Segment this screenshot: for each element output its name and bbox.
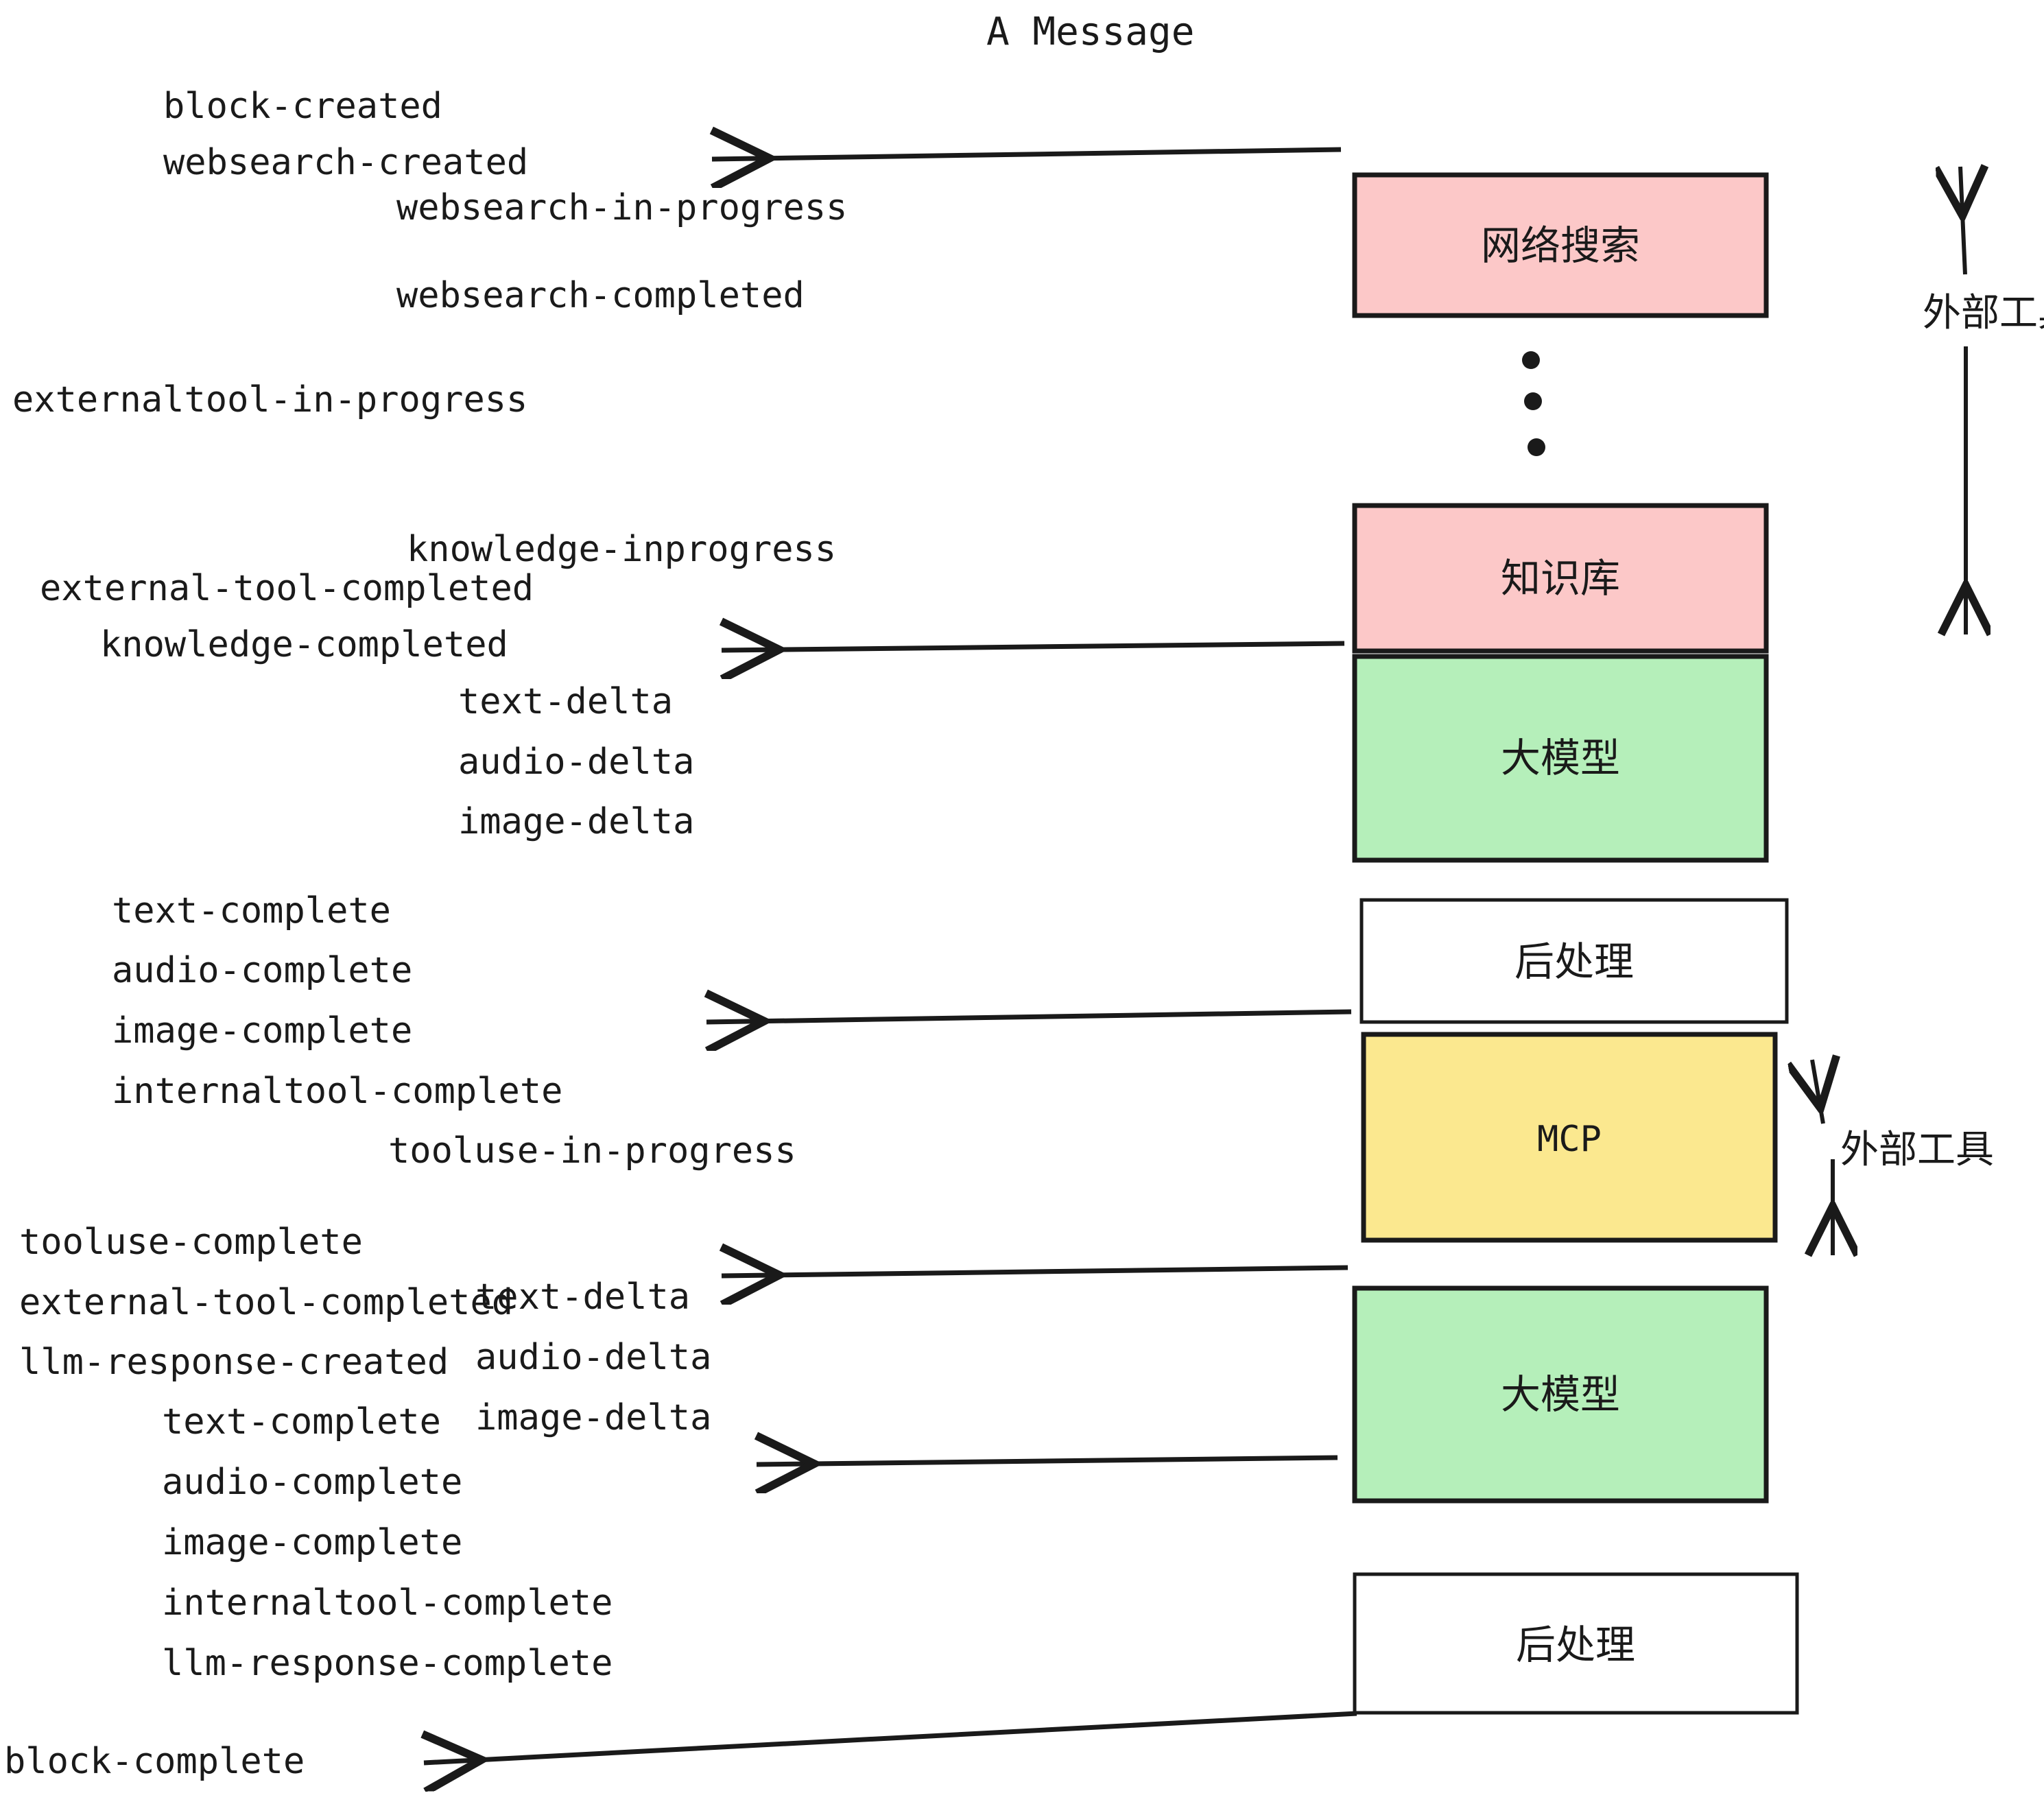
event-label-llm-response-complete: llm-response-complete bbox=[162, 1643, 613, 1684]
event-label-knowledge-completed: knowledge-completed bbox=[100, 624, 508, 665]
box-knowledge-rect bbox=[1352, 503, 1769, 654]
arrow-knowledge-completed bbox=[722, 643, 1345, 650]
event-label-external-tool-completed-1: external-tool-completed bbox=[40, 568, 534, 609]
arrow-image-complete bbox=[706, 1012, 1352, 1022]
box-websearch-rect bbox=[1352, 172, 1769, 318]
arrow-block-complete bbox=[424, 1711, 1357, 1763]
box-mcp[interactable]: MCP bbox=[1361, 1032, 1778, 1243]
event-label-websearch-created: websearch-created bbox=[163, 142, 528, 183]
arrow-block-created bbox=[712, 150, 1342, 159]
component-boxes: 网络搜索 知识库 大模型 后处理 bbox=[1352, 172, 1799, 1715]
event-label-text-delta-1: text-delta bbox=[458, 681, 673, 722]
event-label-block-complete: block-complete bbox=[4, 1741, 305, 1782]
box-llm-first[interactable]: 大模型 bbox=[1352, 654, 1769, 863]
arrow-up-external-tool-top bbox=[1960, 167, 1965, 275]
event-label-externaltool-in-progress: externaltool-in-progress bbox=[12, 379, 527, 420]
ellipsis-dot bbox=[1524, 392, 1542, 410]
event-label-websearch-in-progress: websearch-in-progress bbox=[396, 187, 847, 228]
box-llm-second-rect bbox=[1352, 1285, 1769, 1504]
event-label-audio-complete-1: audio-complete bbox=[112, 950, 412, 991]
event-label-image-delta-1: image-delta bbox=[458, 801, 694, 842]
ellipsis-dots bbox=[1522, 351, 1545, 456]
event-label-image-complete-1: image-complete bbox=[112, 1010, 412, 1052]
box-llm-first-label: 大模型 bbox=[1501, 735, 1620, 781]
box-postprocess-second-label: 后处理 bbox=[1516, 1622, 1635, 1668]
event-label-audio-delta-2: audio-delta bbox=[475, 1337, 711, 1378]
event-label-knowledge-inprogress: knowledge-inprogress bbox=[407, 529, 836, 570]
event-label-image-delta-2: image-delta bbox=[475, 1397, 711, 1438]
arrow-tooluse-complete bbox=[722, 1268, 1348, 1276]
box-postprocess-first-rect bbox=[1359, 898, 1789, 1024]
event-label-tooluse-complete: tooluse-complete bbox=[19, 1222, 363, 1263]
external-tool-annotation-top: 外部工具 bbox=[1923, 167, 2044, 634]
event-label-text-complete-1: text-complete bbox=[112, 890, 391, 931]
arrow-audio-complete bbox=[757, 1458, 1338, 1464]
event-label-internaltool-complete-2: internaltool-complete bbox=[162, 1582, 613, 1624]
box-knowledge-label: 知识库 bbox=[1501, 555, 1620, 602]
event-label-block-created: block-created bbox=[163, 86, 442, 127]
flow-arrows bbox=[424, 150, 1357, 1763]
box-llm-first-rect bbox=[1352, 654, 1769, 863]
event-label-audio-delta-1: audio-delta bbox=[458, 741, 694, 783]
external-tool-label-bottom: 外部工具 bbox=[1840, 1128, 1994, 1172]
ellipsis-dot bbox=[1522, 351, 1540, 369]
event-label-websearch-completed: websearch-completed bbox=[396, 275, 805, 316]
event-label-text-delta-2: text-delta bbox=[475, 1277, 690, 1318]
box-llm-second[interactable]: 大模型 bbox=[1352, 1285, 1769, 1504]
box-mcp-rect bbox=[1361, 1032, 1778, 1243]
box-postprocess-first[interactable]: 后处理 bbox=[1359, 898, 1789, 1024]
arrow-up-external-tool-bottom bbox=[1812, 1060, 1823, 1124]
external-tool-label-top: 外部工具 bbox=[1923, 291, 2044, 335]
event-label-llm-response-created: llm-response-created bbox=[19, 1342, 449, 1383]
box-postprocess-second[interactable]: 后处理 bbox=[1353, 1572, 1799, 1715]
event-label-external-tool-completed-2: external-tool-completed bbox=[19, 1282, 513, 1323]
event-label-image-complete-2: image-complete bbox=[162, 1522, 462, 1563]
event-label-internaltool-complete-1: internaltool-complete bbox=[112, 1071, 562, 1112]
box-postprocess-first-label: 后处理 bbox=[1514, 938, 1634, 985]
box-llm-second-label: 大模型 bbox=[1501, 1371, 1620, 1418]
box-knowledge[interactable]: 知识库 bbox=[1352, 503, 1769, 654]
event-label-audio-complete-2: audio-complete bbox=[162, 1462, 462, 1503]
box-mcp-label: MCP bbox=[1537, 1119, 1602, 1160]
event-label-text-complete-2: text-complete bbox=[162, 1401, 441, 1443]
external-tool-annotation-bottom: 外部工具 bbox=[1812, 1060, 1994, 1255]
event-labels: block-created websearch-created websearc… bbox=[4, 86, 847, 1782]
box-websearch-label: 网络搜索 bbox=[1481, 222, 1640, 269]
page-title: A Message bbox=[986, 10, 1194, 54]
box-postprocess-second-rect bbox=[1353, 1572, 1799, 1715]
ellipsis-dot bbox=[1528, 438, 1545, 456]
event-label-tooluse-in-progress: tooluse-in-progress bbox=[388, 1130, 796, 1172]
box-websearch[interactable]: 网络搜索 bbox=[1352, 172, 1769, 318]
